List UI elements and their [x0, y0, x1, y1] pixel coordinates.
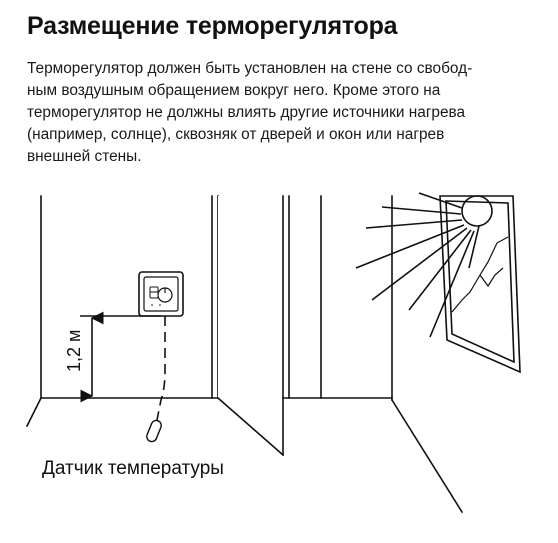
- sensor-probe-icon: [146, 419, 162, 443]
- page-title: Размещение терморегулятора: [27, 12, 398, 40]
- intro-line: терморегулятор не должны влиять другие и…: [27, 104, 466, 121]
- intro-line: (например, солнце), сквозняк от дверей и…: [27, 126, 445, 143]
- height-label: 1,2 м: [64, 330, 84, 372]
- intro-line: ным воздушным обращением вокруг него. Кр…: [27, 82, 441, 99]
- sun-icon: [355, 192, 493, 338]
- sensor-cable: [156, 316, 166, 421]
- intro-paragraph: Терморегулятор должен быть установлен на…: [27, 58, 537, 168]
- height-dimension: [80, 311, 161, 403]
- sensor-label: Датчик температуры: [42, 458, 224, 479]
- room-walls: [25, 195, 464, 514]
- intro-line: Терморегулятор должен быть установлен на…: [27, 60, 473, 77]
- thermostat-icon: [138, 271, 184, 317]
- intro-line: внешней стены.: [27, 148, 142, 165]
